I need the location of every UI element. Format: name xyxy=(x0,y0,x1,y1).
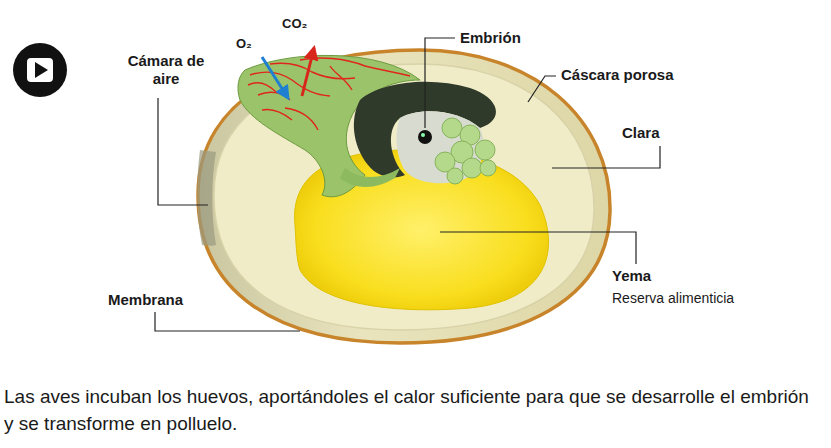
part-label: Embrión xyxy=(460,29,521,47)
part-label: Cáscara porosa xyxy=(561,66,674,84)
part-label: Membrana xyxy=(108,291,183,309)
part-label: Clara xyxy=(622,124,660,142)
part-label: Cámara de aire xyxy=(126,52,206,88)
part-note: Reserva alimenticia xyxy=(612,290,734,307)
caption: Las aves incuban los huevos, aportándole… xyxy=(4,383,819,437)
gas-label: CO₂ xyxy=(282,16,307,32)
play-icon xyxy=(13,43,67,97)
part-label: Yema xyxy=(612,267,651,285)
gas-label: O₂ xyxy=(236,36,252,52)
